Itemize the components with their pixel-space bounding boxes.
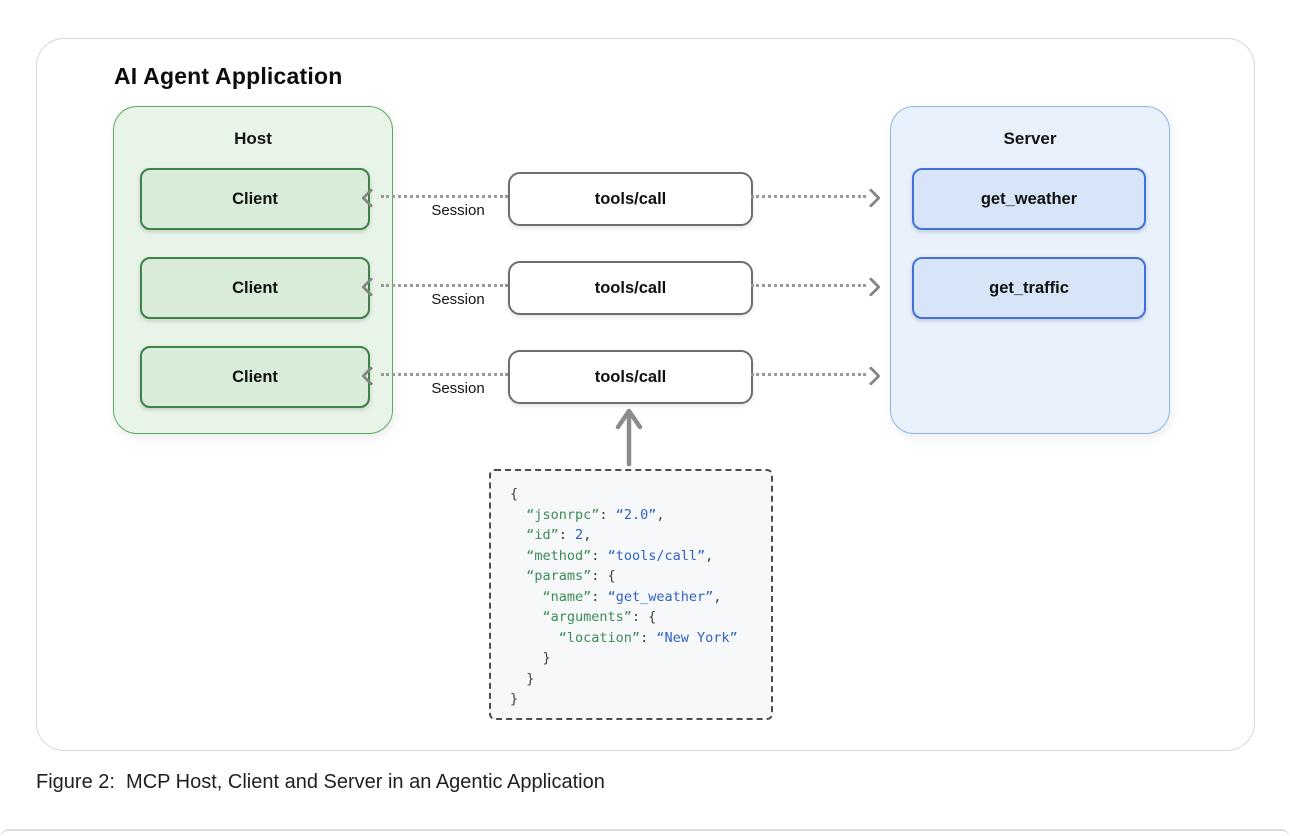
- client-node: Client: [140, 346, 370, 408]
- code-line: “method”: “tools/call”,: [526, 547, 714, 564]
- code-line: }: [510, 670, 535, 687]
- json-request-box: { “jsonrpc”: “2.0”, “id”: 2, “method”: “…: [489, 469, 773, 720]
- code-line: “id”: 2,: [526, 527, 592, 543]
- connector-right: [751, 284, 866, 287]
- session-label: Session: [431, 202, 485, 219]
- connector-right: [751, 195, 866, 198]
- code-line: “name”: “get_weather”,: [542, 588, 722, 605]
- tools-call-node: tools/call: [508, 261, 753, 315]
- code-line: {: [510, 486, 519, 502]
- code-block: { “jsonrpc”: “2.0”, “id”: 2, “method”: “…: [510, 484, 771, 710]
- session-connector-left: [381, 373, 508, 376]
- figure-caption: Figure 2: MCP Host, Client and Server in…: [36, 771, 605, 793]
- code-line: “location”: “New York”: [558, 629, 738, 646]
- client-label: Client: [232, 189, 278, 208]
- client-node: Client: [140, 168, 370, 230]
- connector-right: [751, 373, 866, 376]
- get-traffic-node: get_traffic: [912, 257, 1146, 319]
- code-line: “params”: {: [526, 568, 616, 584]
- session-label: Session: [431, 380, 485, 397]
- session-connector-left: [381, 284, 508, 287]
- code-line: “jsonrpc”: “2.0”,: [526, 506, 665, 523]
- code-line: }: [510, 691, 519, 707]
- client-node: Client: [140, 257, 370, 319]
- message-label: tools/call: [594, 189, 667, 208]
- page-divider: [0, 829, 1290, 836]
- code-line: }: [510, 650, 551, 666]
- message-label: tools/call: [594, 367, 667, 386]
- server-label: Server: [1003, 129, 1057, 148]
- tools-call-node: tools/call: [508, 172, 753, 226]
- tools-call-node: tools/call: [508, 350, 753, 404]
- tool-label: get_traffic: [989, 278, 1069, 297]
- diagram-title: AI Agent Application: [114, 63, 343, 89]
- tool-label: get_weather: [980, 189, 1078, 208]
- client-label: Client: [232, 278, 278, 297]
- session-connector-left: [381, 195, 508, 198]
- client-label: Client: [232, 367, 278, 386]
- get-weather-node: get_weather: [912, 168, 1146, 230]
- arrow-up-icon: [615, 408, 643, 467]
- session-label: Session: [431, 291, 485, 308]
- host-label: Host: [234, 129, 272, 148]
- code-line: “arguments”: {: [542, 609, 657, 625]
- message-label: tools/call: [594, 278, 667, 297]
